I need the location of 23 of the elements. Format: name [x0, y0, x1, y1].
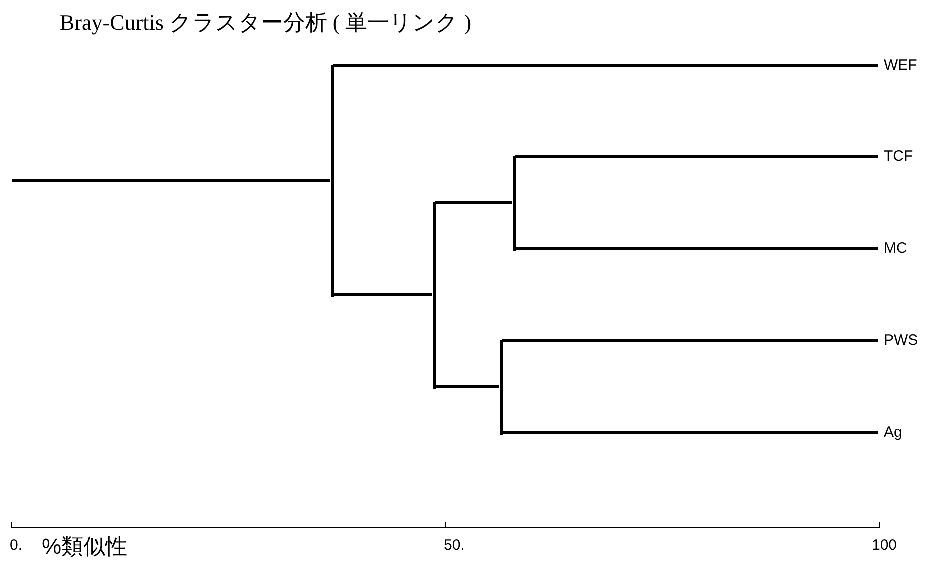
branch-line [334, 294, 432, 296]
tick-label: 50. [444, 537, 465, 554]
leaf-label: WEF [884, 57, 918, 75]
branch-line [516, 156, 878, 158]
branch-bar [432, 202, 436, 388]
branch-bar [500, 340, 502, 434]
branch-bar [512, 156, 516, 250]
leaf-label: Ag [884, 424, 902, 442]
branch-line [436, 386, 500, 388]
axis-title: %類似性 [42, 533, 128, 561]
leaf-label: MC [884, 240, 908, 258]
branch-line [334, 64, 878, 68]
branch-bar [330, 64, 334, 296]
branch-line [12, 179, 330, 182]
chart-title: Bray-Curtis クラスター分析 ( 単一リンク ) [60, 9, 472, 37]
branch-line [436, 202, 512, 204]
tick-label: 0. [10, 537, 23, 554]
tick-label: 100 [872, 537, 898, 554]
leaf-label: PWS [884, 332, 918, 350]
leaf-label: TCF [884, 148, 914, 166]
branch-line [502, 432, 878, 434]
branch-line [502, 340, 878, 342]
branch-line [516, 248, 878, 250]
